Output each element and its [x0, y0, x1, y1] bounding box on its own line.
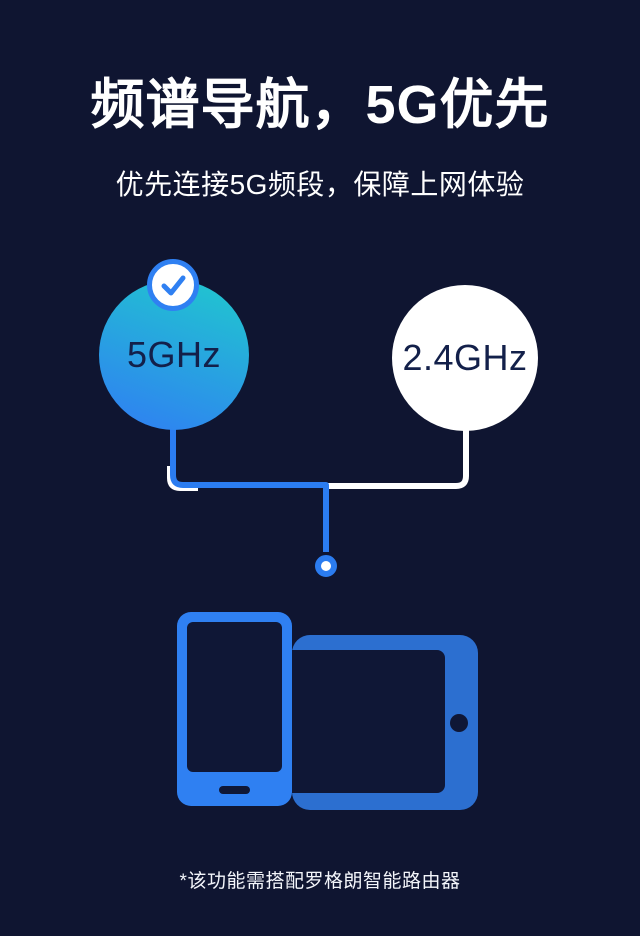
- alt-band-line: [326, 420, 469, 489]
- check-badge: [147, 259, 199, 311]
- check-icon: [161, 275, 186, 296]
- page-subtitle: 优先连接5G频段，保障上网体验: [115, 169, 525, 200]
- phone-illustration: [177, 612, 292, 806]
- footnote: *该功能需搭配罗格朗智能路由器: [179, 871, 461, 892]
- alt-band-line-corner: [167, 466, 198, 491]
- band-24ghz-circle: 2.4GHz: [392, 285, 538, 431]
- band-5ghz-label: 5GHz: [126, 334, 222, 375]
- endpoint-dot: [315, 555, 337, 577]
- tablet-illustration: [292, 635, 478, 810]
- tablet-home-button: [450, 714, 468, 732]
- tablet-screen: [292, 650, 445, 793]
- page-title: 频谱导航，5G优先: [90, 75, 550, 135]
- phone-screen: [187, 622, 282, 772]
- selected-band-line: [170, 420, 329, 552]
- band-24ghz-label: 2.4GHz: [402, 337, 528, 378]
- phone-home-button: [219, 786, 250, 794]
